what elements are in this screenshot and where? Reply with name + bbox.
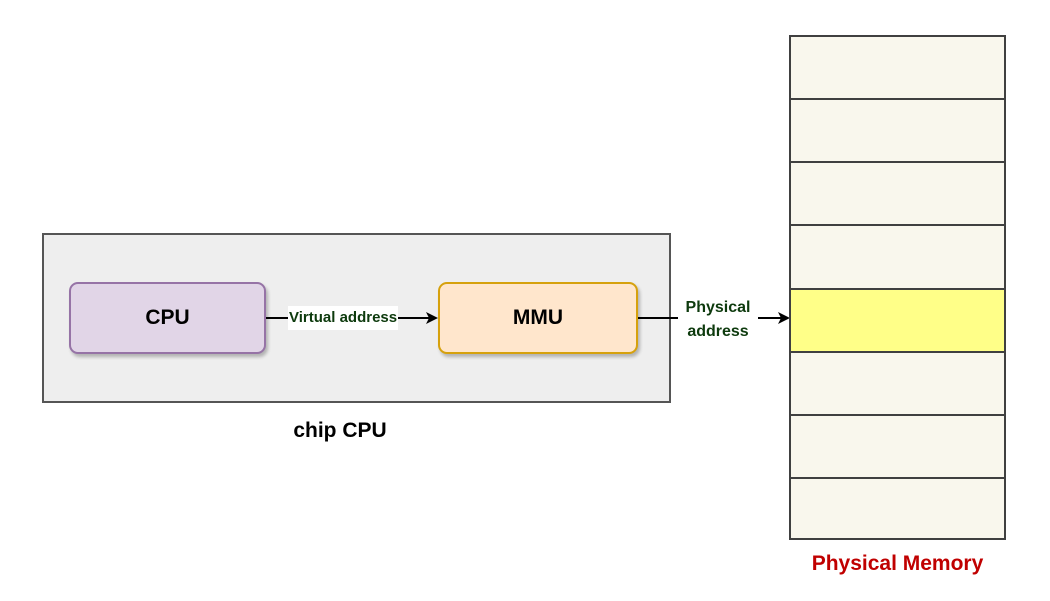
cpu-label: CPU bbox=[145, 306, 190, 329]
memory-cell bbox=[789, 224, 1006, 290]
memory-cell bbox=[789, 413, 1006, 479]
virtual-address-label: Virtual address bbox=[288, 306, 399, 330]
mmu-box[interactable]: MMU bbox=[438, 282, 638, 354]
memory-cell bbox=[789, 98, 1006, 164]
physical-memory bbox=[789, 35, 1006, 540]
mmu-label: MMU bbox=[512, 306, 564, 329]
memory-cell bbox=[789, 35, 1006, 101]
memory-cell-highlighted bbox=[789, 287, 1006, 353]
chip-cpu-label: chip CPU bbox=[293, 419, 387, 442]
memory-cell bbox=[789, 350, 1006, 416]
physical-address-label: Physical address bbox=[678, 296, 758, 344]
physical-address-label-line1: Physical bbox=[685, 299, 751, 316]
physical-memory-label: Physical Memory bbox=[811, 552, 984, 575]
memory-cell bbox=[789, 161, 1006, 227]
cpu-box[interactable]: CPU bbox=[69, 282, 266, 354]
memory-cell bbox=[789, 476, 1006, 540]
physical-address-label-line2: address bbox=[687, 323, 749, 340]
